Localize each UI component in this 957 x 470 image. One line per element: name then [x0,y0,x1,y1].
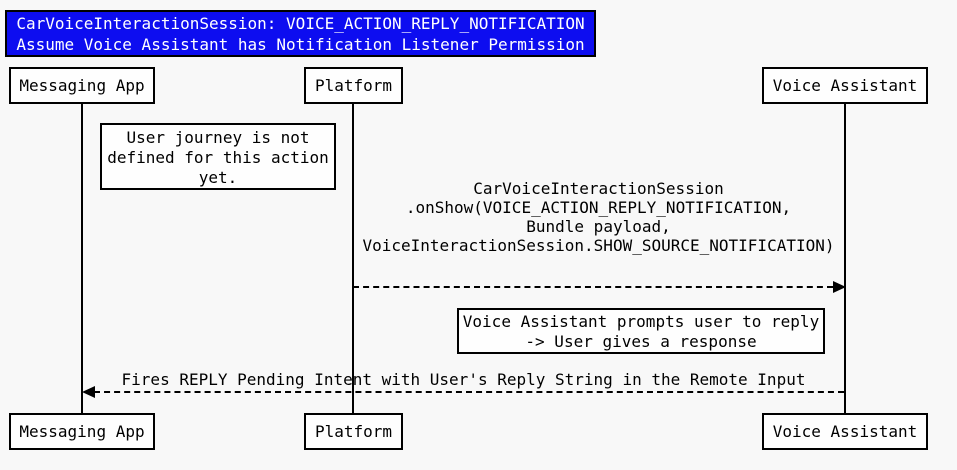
note-user-journey-line-1: User journey is not [126,128,310,147]
message-reply-intent-arrow [94,391,844,393]
message-reply-intent-line-1: Fires REPLY Pending Intent with User's R… [121,370,806,389]
message-reply-intent-label: Fires REPLY Pending Intent with User's R… [82,370,845,389]
participant-platform-bottom: Platform [304,413,403,450]
diagram-title: CarVoiceInteractionSession: VOICE_ACTION… [5,10,596,57]
message-onshow-line-4: VoiceInteractionSession.SHOW_SOURCE_NOTI… [362,236,835,255]
note-voice-assistant-prompt-line-1: Voice Assistant prompts user to reply [462,312,820,331]
participant-messaging-app-bottom: Messaging App [9,413,155,450]
diagram-title-line-2: Assume Voice Assistant has Notification … [16,35,585,54]
message-onshow-arrow [353,286,833,288]
note-voice-assistant-prompt-line-2: -> User gives a response [525,332,757,351]
lifeline-voice-assistant [844,104,846,413]
lifeline-messaging-app [81,104,83,413]
message-onshow-line-3: Bundle payload, [526,217,671,236]
note-user-journey-line-2: defined for this action [107,148,329,167]
note-voice-assistant-prompt: Voice Assistant prompts user to reply ->… [457,308,825,354]
message-onshow-line-1: CarVoiceInteractionSession [473,179,724,198]
participant-voice-assistant-bottom: Voice Assistant [762,413,928,450]
lifeline-platform [352,104,354,413]
message-onshow-label: CarVoiceInteractionSession .onShow(VOICE… [352,179,845,255]
note-user-journey: User journey is not defined for this act… [100,123,336,190]
diagram-title-line-1: CarVoiceInteractionSession: VOICE_ACTION… [16,14,585,33]
participant-messaging-app-top: Messaging App [9,67,155,104]
note-user-journey-line-3: yet. [198,168,238,187]
participant-voice-assistant-top: Voice Assistant [762,67,928,104]
message-onshow-line-2: .onShow(VOICE_ACTION_REPLY_NOTIFICATION, [405,198,792,217]
arrow-head-right-icon [833,281,846,293]
arrow-head-left-icon [82,386,95,398]
participant-platform-top: Platform [304,67,403,104]
